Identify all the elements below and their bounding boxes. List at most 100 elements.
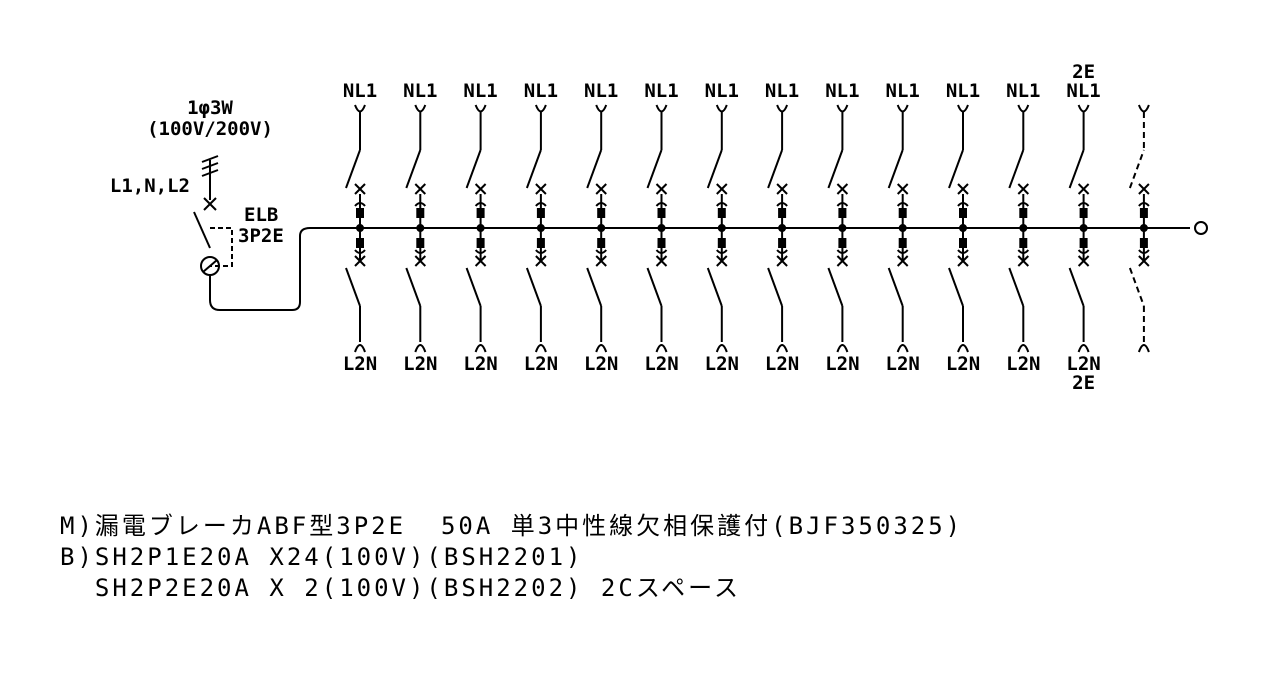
branch-circuit	[706, 104, 728, 353]
bus-connection-dot	[476, 224, 485, 232]
top-terminal-mark	[896, 183, 909, 195]
top-terminal-arc	[776, 104, 789, 113]
bus-end-terminal	[1194, 221, 1208, 235]
spec-line-main-breaker: M)漏電ブレーカABF型3P2E 50A 単3中性線欠相保護付(BJF35032…	[60, 512, 964, 540]
branch-circuit	[887, 104, 909, 353]
bottom-terminal-arc	[896, 344, 909, 353]
bottom-terminal-arc	[354, 344, 366, 353]
branch-bottom-label: L2N	[825, 353, 859, 375]
branch-circuit	[827, 104, 849, 353]
bus-connection-dot	[416, 224, 425, 232]
bus-connection-dot	[838, 224, 847, 232]
bottom-contact-arc	[595, 249, 607, 254]
bottom-contact-block	[778, 238, 787, 248]
top-switch-blade	[525, 149, 542, 189]
bottom-contact-block	[1079, 238, 1088, 248]
bottom-contact-arc	[776, 249, 788, 254]
top-terminal-arc	[1017, 104, 1030, 113]
top-terminal-arc	[474, 104, 487, 113]
elb-detector-box	[210, 227, 233, 267]
bottom-switch-blade	[646, 267, 663, 307]
bottom-contact-block	[1139, 238, 1148, 248]
top-contact-block	[778, 208, 787, 218]
main-breaker-poles-label: 3P2E	[238, 225, 284, 247]
top-contact-block	[356, 208, 364, 218]
bottom-terminal-arc	[1137, 344, 1150, 353]
top-terminal-arc	[715, 104, 728, 113]
top-terminal-arc	[414, 104, 427, 113]
bottom-terminal-mark	[776, 255, 788, 267]
main-breaker-type-label: ELB	[244, 204, 278, 226]
top-contact-block	[959, 208, 967, 218]
top-terminal-mark	[1077, 183, 1090, 195]
branch-bottom-label: L2N	[765, 353, 799, 375]
bus-connection-dot	[898, 224, 907, 232]
bottom-switch-blade	[345, 267, 361, 307]
bottom-terminal-arc	[534, 344, 547, 353]
branch-top-label: NL1	[403, 80, 437, 102]
branch-top-label: NL1	[825, 80, 859, 102]
bottom-terminal-mark	[1077, 255, 1090, 267]
top-terminal-mark	[535, 183, 547, 195]
top-contact-block	[597, 208, 606, 218]
main-bus-bar	[209, 227, 1190, 311]
branch-bottom-label: L2N	[463, 353, 497, 375]
top-terminal-mark	[354, 183, 366, 195]
top-switch-blade	[887, 149, 904, 189]
bottom-contact-arc	[535, 249, 547, 254]
top-contact-arc	[535, 202, 547, 207]
top-switch-blade	[345, 149, 361, 189]
branch-top-label: NL1	[705, 80, 739, 102]
top-switch-blade	[465, 149, 482, 189]
branch-top-label: NL1	[524, 80, 558, 102]
bus-connection-dot	[356, 224, 364, 232]
bus-connection-dot	[959, 224, 967, 232]
top-contact-arc	[354, 202, 366, 207]
top-contact-arc	[474, 202, 487, 207]
bottom-contact-arc	[836, 249, 849, 254]
bottom-terminal-mark	[535, 255, 547, 267]
bottom-terminal-arc	[474, 344, 487, 353]
top-contact-arc	[655, 202, 668, 207]
bottom-contact-arc	[896, 249, 909, 254]
branch-circuit	[948, 104, 969, 353]
bottom-terminal-mark	[474, 255, 487, 267]
branch-bottom-extra-label: 2E	[1072, 372, 1095, 394]
bottom-contact-block	[838, 238, 847, 248]
top-contact-arc	[716, 202, 728, 207]
top-contact-arc	[896, 202, 909, 207]
branch-circuit	[1068, 104, 1090, 353]
top-contact-arc	[595, 202, 607, 207]
bottom-switch-blade	[1008, 267, 1025, 307]
top-terminal-mark	[957, 183, 969, 195]
supply-voltage-label: (100V/200V)	[147, 118, 273, 140]
branch-top-label: NL1	[765, 80, 799, 102]
top-terminal-arc	[1077, 104, 1090, 113]
top-terminal-mark	[595, 183, 607, 195]
branch-circuit	[1128, 104, 1150, 353]
bottom-contact-arc	[1138, 249, 1150, 254]
bottom-switch-blade	[1068, 267, 1085, 307]
bottom-contact-arc	[1017, 249, 1030, 254]
bus-connection-dot	[1079, 224, 1088, 232]
top-contact-arc	[776, 202, 788, 207]
branch-top-extra-label: 2E	[1072, 61, 1095, 83]
top-terminal-arc	[595, 104, 608, 113]
bottom-contact-block	[1019, 238, 1028, 248]
bottom-contact-block	[657, 238, 666, 248]
bottom-terminal-mark	[595, 255, 607, 267]
bottom-terminal-mark	[836, 255, 849, 267]
branch-top-label: NL1	[946, 80, 980, 102]
branch-top-label: NL1	[463, 80, 497, 102]
bottom-terminal-arc	[595, 344, 608, 353]
top-terminal-mark	[414, 183, 427, 195]
bus-connection-dot	[597, 224, 606, 232]
bus-connection-dot	[778, 224, 787, 232]
spec-line-branch-1: B)SH2P1E20A X24(100V)(BSH2201)	[60, 543, 584, 571]
bottom-contact-block	[597, 238, 606, 248]
top-contact-block	[898, 208, 907, 218]
bottom-terminal-mark	[896, 255, 909, 267]
top-terminal-arc	[896, 104, 909, 113]
top-switch-blade	[948, 149, 964, 189]
top-switch-blade	[827, 149, 844, 189]
